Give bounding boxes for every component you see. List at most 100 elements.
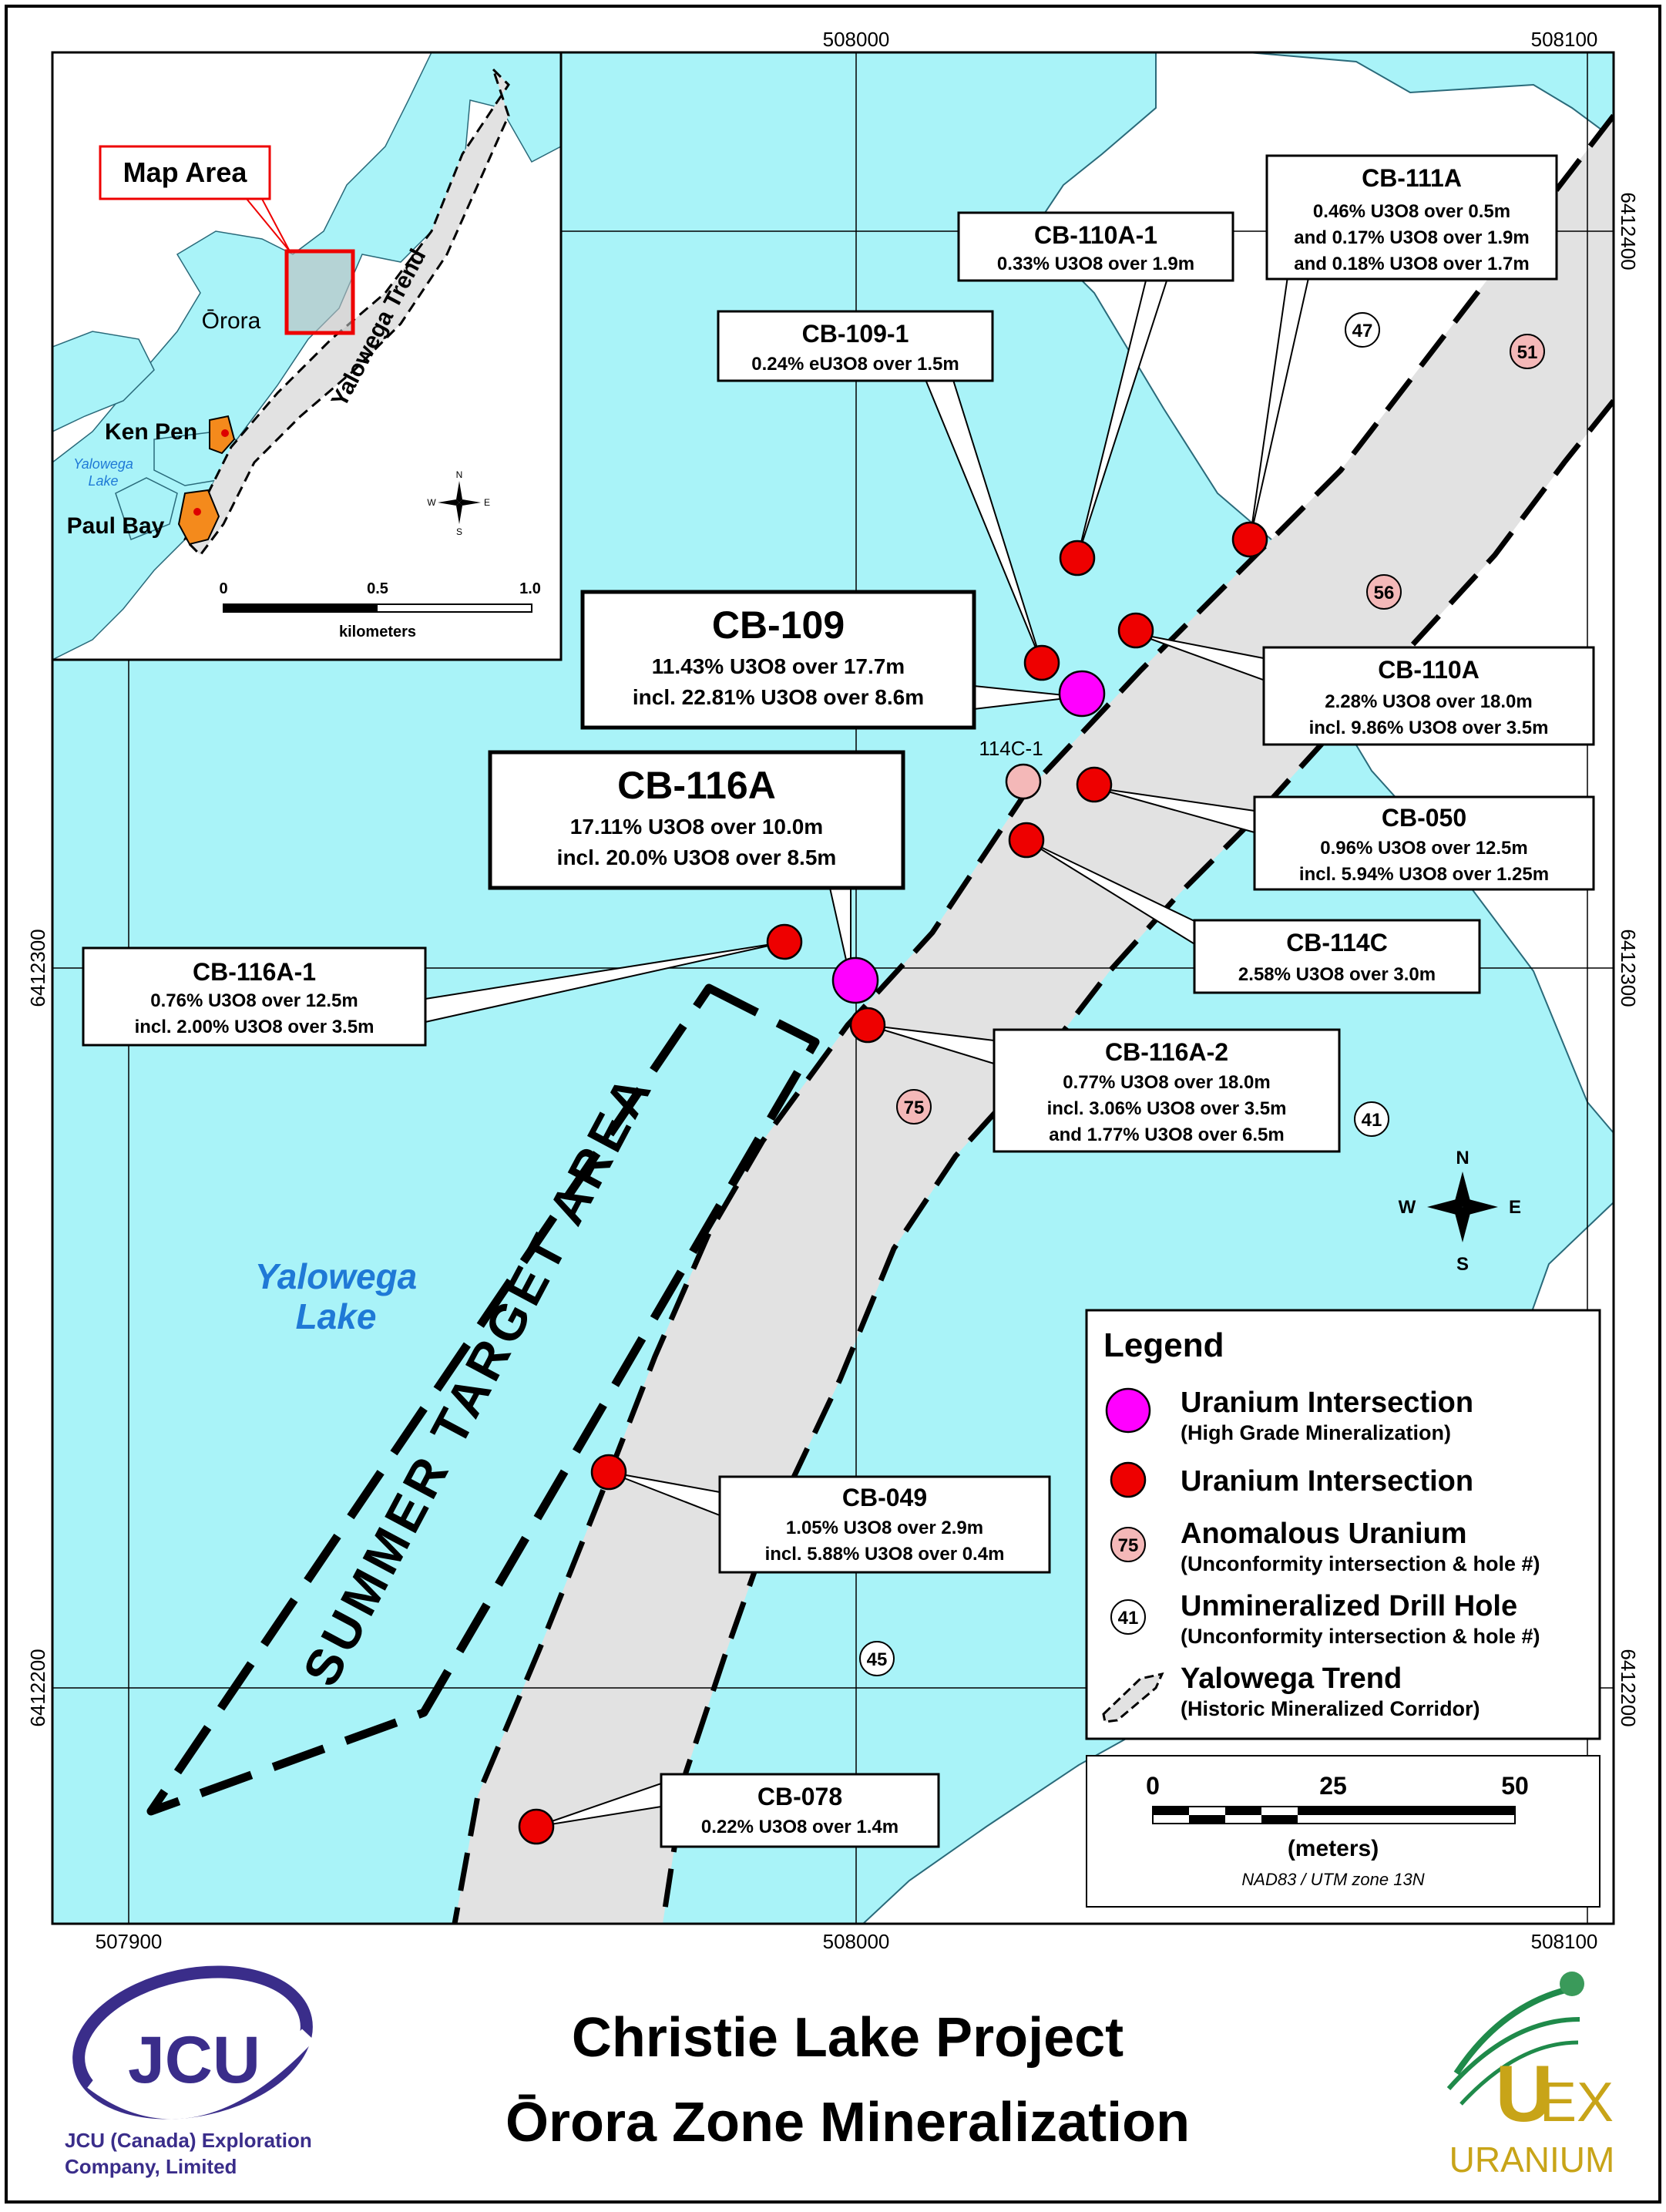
svg-text:incl. 3.06% U3O8 over 3.5m: incl. 3.06% U3O8 over 3.5m <box>1047 1098 1287 1119</box>
svg-text:0.5: 0.5 <box>367 580 388 597</box>
svg-text:NAD83 / UTM zone 13N: NAD83 / UTM zone 13N <box>1241 1870 1424 1889</box>
svg-text:W: W <box>427 497 436 508</box>
svg-text:CB-109: CB-109 <box>712 603 845 647</box>
label-114c-1: 114C-1 <box>979 737 1043 760</box>
svg-text:50: 50 <box>1501 1772 1529 1800</box>
grid-label-top-508000: 508000 <box>823 28 890 51</box>
legend-title: Legend <box>1103 1326 1224 1364</box>
svg-text:Uranium Intersection: Uranium Intersection <box>1181 1387 1473 1419</box>
svg-text:CB-116A-2: CB-116A-2 <box>1105 1038 1228 1066</box>
svg-text:0.46% U3O8 over 0.5m: 0.46% U3O8 over 0.5m <box>1313 201 1510 222</box>
hole-cb-114c <box>1008 822 1045 859</box>
svg-text:25: 25 <box>1319 1772 1347 1800</box>
compass-rose-icon: N S W E <box>1399 1148 1521 1275</box>
legend-high-grade-symbol <box>1105 1387 1151 1434</box>
svg-text:51: 51 <box>1517 342 1538 363</box>
grid-label-right-6412300: 6412300 <box>1617 929 1640 1007</box>
svg-text:U: U <box>1495 2049 1553 2139</box>
svg-text:kilometers: kilometers <box>339 624 416 640</box>
svg-text:incl. 5.88% U3O8 over 0.4m: incl. 5.88% U3O8 over 0.4m <box>765 1544 1005 1565</box>
svg-text:Yalowega Trend: Yalowega Trend <box>1181 1662 1402 1695</box>
inset-paul-bay-label: Paul Bay <box>67 513 165 539</box>
svg-text:0.76% U3O8 over 12.5m: 0.76% U3O8 over 12.5m <box>150 990 358 1011</box>
inset-lake-line2: Lake <box>88 473 118 489</box>
callout-cb-050: CB-050 0.96% U3O8 over 12.5m incl. 5.94%… <box>1253 795 1595 891</box>
hole-75 <box>896 1089 932 1124</box>
svg-text:(meters): (meters) <box>1288 1836 1379 1861</box>
svg-text:2.58% U3O8 over 3.0m: 2.58% U3O8 over 3.0m <box>1238 964 1436 985</box>
svg-text:75: 75 <box>1118 1535 1139 1556</box>
svg-text:E: E <box>484 497 490 508</box>
svg-text:(Unconformity intersection & h: (Unconformity intersection & hole #) <box>1181 1625 1540 1648</box>
hole-cb-111a <box>1231 521 1268 558</box>
callout-cb-110a-1: CB-110A-1 0.33% U3O8 over 1.9m <box>957 211 1234 282</box>
title-line1: Christie Lake Project <box>572 2007 1124 2069</box>
svg-text:(High Grade Mineralization): (High Grade Mineralization) <box>1181 1421 1451 1444</box>
svg-text:1.05% U3O8 over 2.9m: 1.05% U3O8 over 2.9m <box>786 1518 983 1538</box>
svg-text:1.0: 1.0 <box>519 580 541 597</box>
svg-text:45: 45 <box>867 1649 888 1670</box>
hole-cb-110a <box>1117 612 1154 649</box>
legend: Legend Uranium Intersection (High Grade … <box>1085 1309 1601 1740</box>
trend-boundary-west <box>452 113 1614 1924</box>
legend-unmineralized-symbol <box>1110 1599 1146 1635</box>
hole-56 <box>1366 574 1402 610</box>
svg-text:56: 56 <box>1374 583 1395 603</box>
svg-text:W: W <box>1399 1197 1416 1218</box>
map-area-label-box <box>99 145 271 200</box>
drill-holes <box>518 521 1268 1845</box>
svg-text:URANIUM: URANIUM <box>1449 2140 1615 2180</box>
svg-text:47: 47 <box>1352 321 1373 341</box>
hole-47 <box>1345 312 1380 348</box>
svg-text:CB-078: CB-078 <box>757 1783 842 1810</box>
svg-text:CB-114C: CB-114C <box>1286 929 1388 956</box>
hole-cb-109-1 <box>1023 644 1060 681</box>
svg-text:17.11% U3O8 over 10.0m: 17.11% U3O8 over 10.0m <box>570 815 823 839</box>
hole-51 <box>1510 334 1545 369</box>
hole-cb-078 <box>518 1808 555 1845</box>
callout-cb-109: CB-109 11.43% U3O8 over 17.7m incl. 22.8… <box>580 590 976 730</box>
inset-lake-line1: Yalowega <box>73 456 133 472</box>
hole-cb-116a-2 <box>849 1007 886 1044</box>
lake-label-line2: Lake <box>296 1296 377 1336</box>
map-border <box>51 51 1615 1925</box>
svg-text:11.43% U3O8 over 17.7m: 11.43% U3O8 over 17.7m <box>652 654 905 678</box>
svg-text:0: 0 <box>1146 1772 1160 1800</box>
inset-orora-label: Ōrora <box>202 308 261 334</box>
svg-text:Company, Limited: Company, Limited <box>65 2155 237 2178</box>
callout-leaders <box>425 271 1312 1827</box>
inset-compass-icon: N S W E <box>427 469 490 537</box>
hole-cb-116a-1 <box>766 923 803 960</box>
svg-text:EX: EX <box>1540 2072 1614 2133</box>
svg-text:41: 41 <box>1118 1608 1139 1629</box>
svg-text:and 1.77% U3O8 over 6.5m: and 1.77% U3O8 over 6.5m <box>1049 1124 1284 1145</box>
svg-text:and 0.17% U3O8 over 1.9m: and 0.17% U3O8 over 1.9m <box>1294 227 1529 248</box>
svg-text:0.33% U3O8 over 1.9m: 0.33% U3O8 over 1.9m <box>997 254 1194 274</box>
callout-cb-109-1: CB-109-1 0.24% eU3O8 over 1.5m <box>717 310 994 382</box>
svg-text:incl. 9.86% U3O8 over 3.5m: incl. 9.86% U3O8 over 3.5m <box>1309 718 1549 738</box>
callout-cb-116a-2: CB-116A-2 0.77% U3O8 over 18.0m incl. 3.… <box>993 1028 1341 1153</box>
grid-label-right-6412400: 6412400 <box>1617 192 1640 270</box>
svg-text:incl. 22.81% U3O8 over 8.6m: incl. 22.81% U3O8 over 8.6m <box>633 685 924 709</box>
svg-text:Unmineralized Drill Hole: Unmineralized Drill Hole <box>1181 1590 1517 1622</box>
callout-cb-078: CB-078 0.22% U3O8 over 1.4m <box>660 1773 940 1848</box>
svg-text:S: S <box>1456 1254 1469 1275</box>
legend-trend-symbol <box>1102 1672 1164 1723</box>
hole-45 <box>859 1641 895 1676</box>
svg-text:S: S <box>456 526 462 537</box>
grid-label-top-508100: 508100 <box>1531 28 1598 51</box>
legend-intersection-symbol <box>1110 1461 1147 1498</box>
yalowega-trend-corridor <box>455 116 1614 1924</box>
svg-text:2.28% U3O8 over 18.0m: 2.28% U3O8 over 18.0m <box>1325 691 1533 712</box>
inset-map: Map Area Ōrora Yalowega Trend Ken Pen Ya… <box>51 51 563 661</box>
svg-text:0.96% U3O8 over 12.5m: 0.96% U3O8 over 12.5m <box>1320 838 1528 859</box>
svg-text:and 0.18% U3O8 over 1.7m: and 0.18% U3O8 over 1.7m <box>1294 254 1529 274</box>
map-area-box <box>284 249 355 335</box>
svg-text:E: E <box>1509 1197 1521 1218</box>
inset-ken-pen-label: Ken Pen <box>105 419 197 445</box>
lake-label-line1: Yalowega <box>255 1256 417 1296</box>
trend-boundary-east <box>660 398 1614 1924</box>
jcu-logo: JCU JCU (Canada) Exploration Company, Li… <box>65 1965 315 2178</box>
